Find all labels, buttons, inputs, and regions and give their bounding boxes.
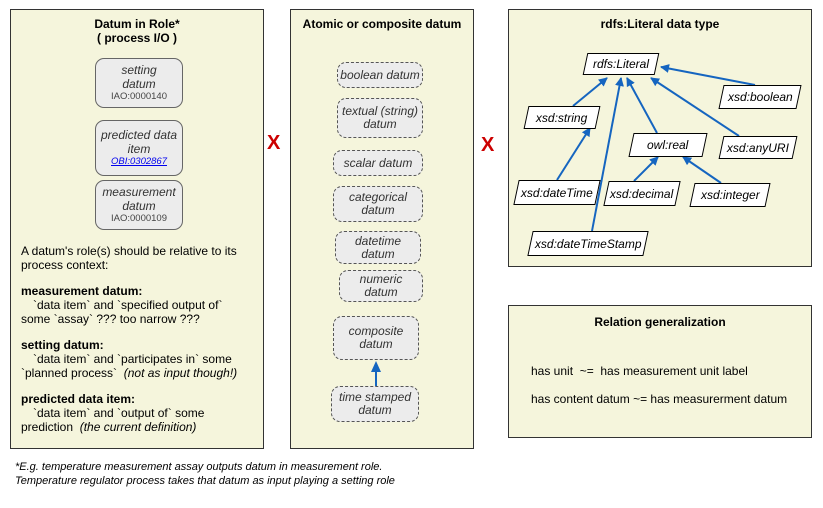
role-description: A datum's role(s) should be relative to … (21, 244, 238, 434)
scalar-datum-node: scalar datum (333, 150, 423, 176)
obi-link[interactable]: OBI:0302867 (111, 156, 167, 167)
setting-heading: setting datum: (21, 338, 104, 352)
footnote: *E.g. temperature measurement assay outp… (15, 461, 395, 487)
xsd-boolean-node: xsd:boolean (718, 85, 802, 109)
edge-decimal-real (633, 156, 659, 182)
textual-datum-node: textual (string)datum (337, 98, 423, 138)
owl-real-node: owl:real (628, 133, 708, 157)
xsd-anyuri-node: xsd:anyURI (718, 136, 798, 159)
panel-title: Atomic or composite datum (302, 17, 462, 31)
edge-datetimestamp-literal (591, 77, 624, 232)
panel-title: Datum in Role* ( process I/O ) (94, 17, 180, 45)
xsd-datetimestamp-node: xsd:dateTimeStamp (527, 231, 649, 256)
x-mark-2: X (481, 134, 495, 156)
literal-hierarchy-arrows (556, 64, 756, 232)
xsd-integer-node: xsd:integer (689, 183, 771, 207)
measurement-heading: measurement datum: (21, 284, 143, 298)
boolean-datum-node: boolean datum (337, 62, 423, 88)
relation-line-unit: has unit ~= has measurement unit label (531, 364, 748, 378)
panel-title: Relation generalization (594, 315, 726, 329)
rdfs-literal-panel: rdfs:Literal data type rdfs:Literal xsd:… (508, 9, 812, 267)
edge-anyuri-literal (650, 77, 740, 137)
xsd-decimal-node: xsd:decimal (603, 181, 681, 206)
edge-real-literal (626, 77, 658, 134)
xsd-string-node: xsd:string (523, 106, 601, 129)
arrow-head (371, 361, 381, 372)
setting-datum-node: setting datum IAO:0000140 (95, 58, 183, 108)
composite-arrow (371, 361, 381, 386)
atomic-composite-panel: Atomic or composite datum boolean datum … (290, 9, 474, 449)
xsd-datetime-node: xsd:dateTime (513, 180, 601, 205)
x-mark-1: X (267, 132, 281, 154)
panel-title: rdfs:Literal data type (600, 17, 720, 31)
rdfs-literal-node: rdfs:Literal (582, 53, 660, 75)
datum-in-role-panel: Datum in Role* ( process I/O ) setting d… (10, 9, 264, 449)
edge-string-literal (572, 77, 608, 107)
measurement-datum-node: measurement datum IAO:0000109 (95, 180, 183, 230)
relation-line-content: has content datum ~= has measurerment da… (531, 392, 788, 406)
edge-boolean-literal (660, 64, 756, 86)
edge-datetime-string (556, 127, 591, 181)
predicted-heading: predicted data item: (21, 392, 136, 406)
predicted-data-item-node: predicted data item OBI:0302867 (95, 120, 183, 176)
edge-integer-real (682, 156, 722, 184)
relation-generalization-panel: Relation generalization has unit ~= has … (508, 305, 812, 438)
